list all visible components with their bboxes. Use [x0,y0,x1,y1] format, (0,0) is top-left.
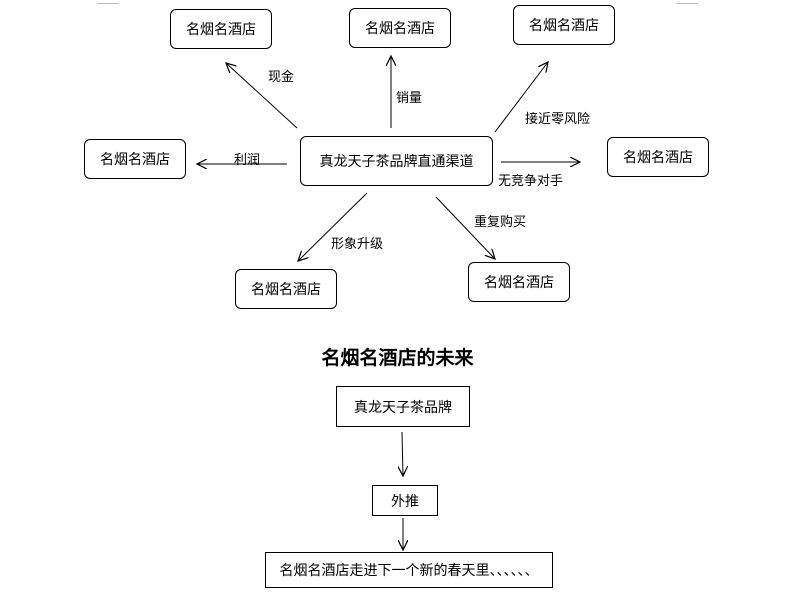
future-step-brand: 真龙天子茶品牌 [336,386,470,427]
arrow-repeat-purchase [435,196,495,259]
target-node-label: 名烟名酒店 [251,282,321,298]
target-node-top-right: 名烟名酒店 [513,5,615,45]
target-node-label: 名烟名酒店 [100,152,170,168]
edge-label-image-upgrade: 形象升级 [331,237,384,252]
edge-label-low-risk: 接近零风险 [525,112,591,127]
future-step-push: 外推 [372,485,438,516]
arrow-cash [226,63,298,129]
target-node-top-center: 名烟名酒店 [349,8,451,48]
target-node-left: 名烟名酒店 [84,139,186,179]
target-node-label: 名烟名酒店 [623,150,693,166]
edge-label-cash: 现金 [268,70,295,85]
arrow-low-risk [494,62,548,133]
arrow-image-upgrade [298,192,368,261]
arrow-step1-step2 [402,431,403,476]
target-node-bottom-right: 名烟名酒店 [468,262,570,302]
target-node-label: 名烟名酒店 [186,22,256,38]
edge-label-profit: 利润 [234,153,261,168]
future-step-label: 外推 [391,493,419,510]
edge-label-repeat-purchase: 重复购买 [474,215,527,230]
edge-label-sales: 销量 [396,91,423,106]
target-node-label: 名烟名酒店 [529,18,599,34]
target-node-top-left: 名烟名酒店 [170,9,272,49]
target-node-label: 名烟名酒店 [484,275,554,291]
future-step-outcome: 名烟名酒店走进下一个新的春天里、、、、、、 [265,552,553,588]
edge-label-no-competitor: 无竞争对手 [498,174,564,189]
future-step-label: 名烟名酒店走进下一个新的春天里、、、、、、 [279,563,539,579]
target-node-label: 名烟名酒店 [365,21,435,37]
target-node-bottom-left: 名烟名酒店 [235,269,337,309]
target-node-right: 名烟名酒店 [607,137,709,177]
center-node-label: 真龙天子茶品牌直通渠道 [319,154,474,170]
future-title: 名烟名酒店的未来 [321,347,474,369]
center-node: 真龙天子茶品牌直通渠道 [300,136,493,186]
page-corner-left [97,0,119,4]
page-corner-right [676,0,698,4]
future-step-label: 真龙天子茶品牌 [354,399,452,416]
